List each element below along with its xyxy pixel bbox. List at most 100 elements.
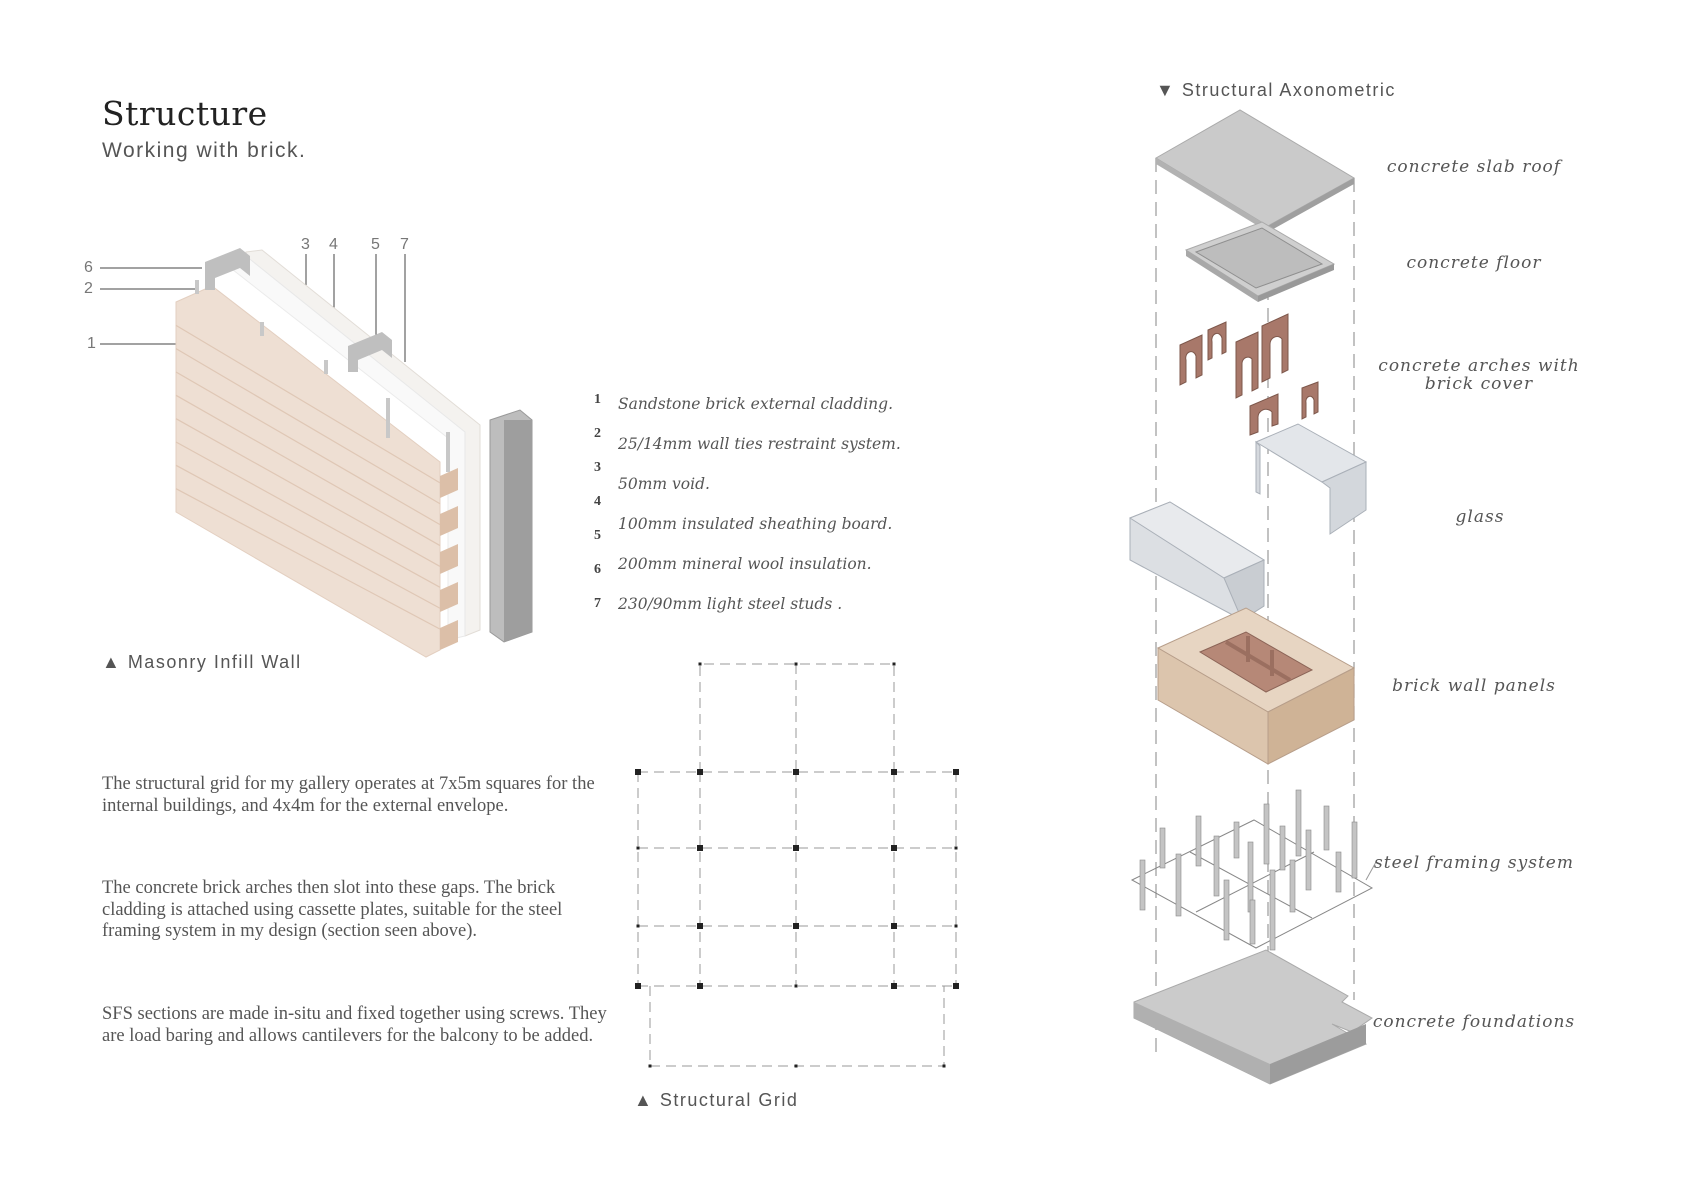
legend-num: 3 [594,460,601,475]
label-concrete-foundations: concrete foundations [1372,1012,1576,1032]
steel-post [1289,859,1296,913]
label-concrete-slab-roof: concrete slab roof [1386,157,1562,177]
steel-post [1223,879,1230,941]
steel-post [1279,825,1286,871]
steel-post [1335,851,1342,893]
callout-5: 5 [371,236,380,253]
grid-column-node [891,923,897,929]
steel-post [1305,829,1312,891]
callout-6: 6 [84,259,93,276]
paragraph-grid: The structural grid for my gallery opera… [102,774,595,816]
callout-4: 4 [329,236,338,253]
brick-course-line [175,488,441,630]
grid-column-node [635,769,641,775]
grid-column-node [636,924,640,928]
steel-post [1323,805,1330,851]
grid-column-node [636,846,640,850]
steel-post [1213,835,1220,897]
legend-num: 1 [594,392,601,407]
legend-text: 230/90mm light steel studs . [618,595,843,613]
legend-num: 4 [594,494,601,509]
brick-wall-panels-layer [1156,607,1356,765]
steel-post [1233,821,1240,859]
brick-end [440,544,458,574]
grid-column-node [697,845,703,851]
legend-text: 200mm mineral wool insulation. [618,555,872,573]
concrete-floor-layer [1184,221,1336,302]
steel-post [1249,899,1256,945]
grid-column-node [891,845,897,851]
brick-course-line [175,464,441,609]
legend-num: 7 [594,596,601,611]
legend-text: 100mm insulated sheathing board. [618,515,893,533]
page-subtitle: Working with brick. [102,139,307,162]
grid-column-node [698,662,702,666]
label-concrete-arches: concrete arches with brick cover [1378,356,1580,394]
grid-column-node [648,1064,652,1068]
brick-course-line [175,418,441,567]
legend-num: 5 [594,528,601,543]
steel-post [1295,789,1302,857]
grid-column-node [892,662,896,666]
grid-column-node [697,769,703,775]
brick-course-line [175,348,441,505]
brick-course-line [175,371,441,526]
legend-num: 6 [594,562,601,577]
steel-post [1175,853,1182,917]
grid-column-node [697,923,703,929]
brick-course-line [175,324,441,484]
grid-column-node [794,984,798,988]
callout-1: 1 [87,335,96,352]
steel-post [1159,827,1166,869]
brick-course-line [175,441,441,588]
axonometric-caption: ▼ Structural Axonometric [1156,80,1396,100]
brick-arches-layer [1179,313,1319,436]
grid-column-node [793,845,799,851]
grid-column-node [793,769,799,775]
brick-end [440,582,458,612]
concrete-foundations-layer [1133,949,1373,1085]
grid-column-node [891,769,897,775]
legend-text: 25/14mm wall ties restraint system. [618,435,901,453]
grid-column-node [891,983,897,989]
grid-column-node [635,983,641,989]
grid-column-node [954,846,958,850]
grid-column-node [953,769,959,775]
grid-column-node [793,923,799,929]
grid-column-node [697,983,703,989]
grid-column-node [942,1064,946,1068]
label-steel-framing: steel framing system [1374,853,1574,873]
grid-column-node [794,662,798,666]
brick-end [440,620,458,650]
wall-caption: ▲ Masonry Infill Wall [102,652,302,672]
grid-column-node [953,983,959,989]
grid-line [699,663,895,772]
steel-post [1351,821,1358,879]
grid-column-node [954,924,958,928]
brick-end [440,506,458,536]
label-glass: glass [1455,507,1505,527]
callout-7: 7 [400,236,409,253]
glass-layer [1128,423,1368,621]
label-concrete-floor: concrete floor [1406,253,1542,273]
legend-text: 50mm void. [618,475,710,493]
brick-end [440,468,458,498]
concrete-slab-roof-layer [1155,109,1356,232]
grid-column-node [794,1064,798,1068]
steel-post [1263,803,1270,865]
paragraph-arches: The concrete brick arches then slot into… [102,878,563,941]
brick-course-line [175,394,441,547]
grid-caption: ▲ Structural Grid [634,1090,799,1110]
legend-num: 2 [594,426,601,441]
callout-3: 3 [301,236,310,253]
legend-text: Sandstone brick external cladding. [618,395,893,413]
callout-2: 2 [84,280,93,297]
steel-post [1269,869,1276,951]
steel-post [1139,859,1146,911]
paragraph-sfs: SFS sections are made in-situ and fixed … [102,1004,607,1046]
steel-post [1195,815,1202,867]
page-title: Structure [102,94,268,133]
